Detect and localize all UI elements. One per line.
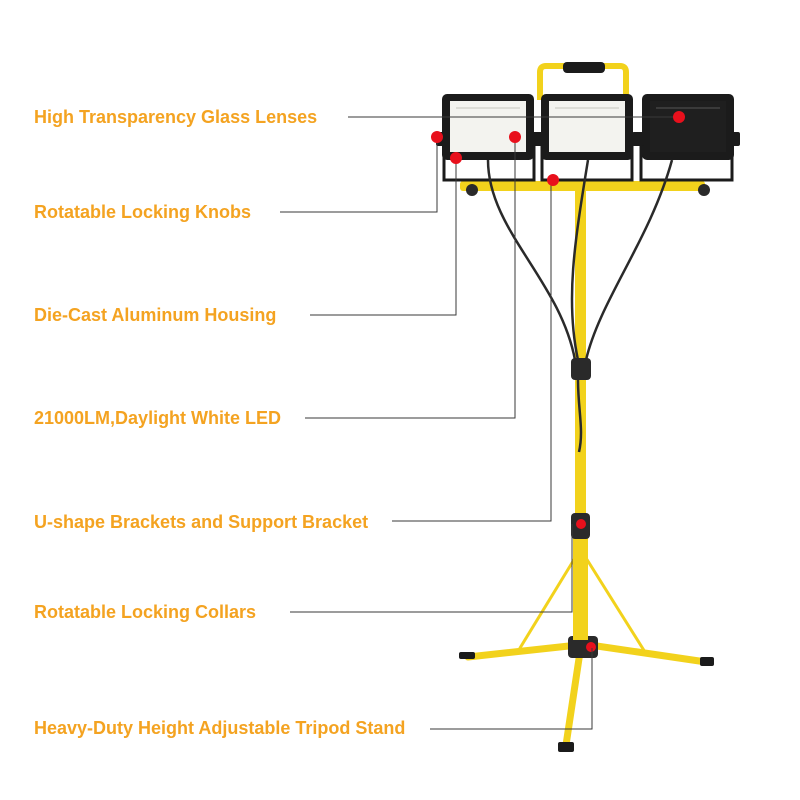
lamp-side-knobs bbox=[436, 132, 740, 146]
tripod-feet bbox=[459, 652, 714, 752]
flood-lamp-right bbox=[642, 94, 734, 160]
crossbar-knob-right bbox=[698, 184, 710, 196]
cable-clip bbox=[571, 358, 591, 380]
collar-marker bbox=[576, 519, 586, 529]
center-pole-lower bbox=[573, 525, 588, 640]
tripod-hub bbox=[568, 636, 598, 658]
tripod-hub-marker bbox=[586, 642, 596, 652]
callout-markers bbox=[431, 111, 685, 186]
handle-grip bbox=[563, 62, 605, 73]
callout-label-brackets: U-shape Brackets and Support Bracket bbox=[34, 512, 369, 532]
flood-lamp-center bbox=[541, 94, 633, 160]
callout-label-knobs: Rotatable Locking Knobs bbox=[34, 202, 252, 222]
callout-label-housing: Die-Cast Aluminum Housing bbox=[34, 305, 277, 325]
crossbar-knob-left bbox=[466, 184, 478, 196]
tripod-stand bbox=[464, 556, 710, 749]
callout-label-tripod: Heavy-Duty Height Adjustable Tripod Stan… bbox=[34, 718, 406, 738]
flood-lamp-left bbox=[442, 94, 534, 160]
callout-label-lenses: High Transparency Glass Lenses bbox=[34, 107, 318, 127]
callout-label-led: 21000LM,Daylight White LED bbox=[34, 408, 282, 428]
power-cables bbox=[486, 159, 674, 453]
center-pole-upper bbox=[575, 185, 586, 525]
callout-label-collars: Rotatable Locking Collars bbox=[34, 602, 257, 622]
support-crossbar bbox=[460, 181, 705, 191]
leader-lines bbox=[280, 116, 678, 730]
